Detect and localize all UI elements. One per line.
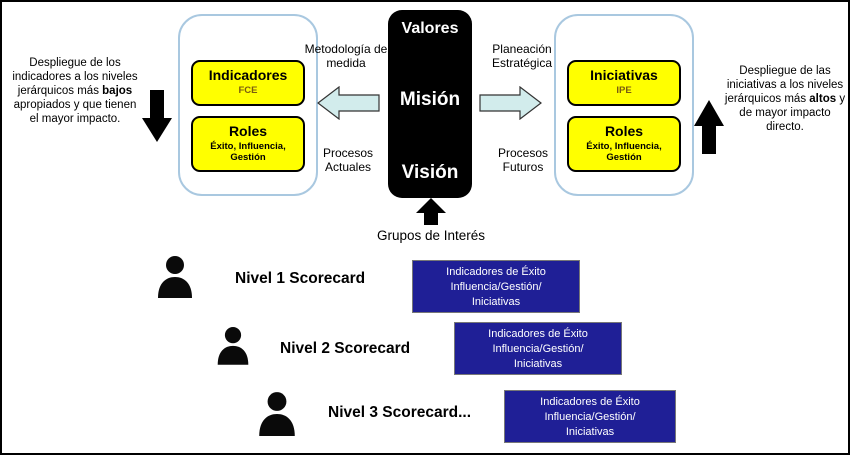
vision-label: Visión xyxy=(401,162,459,183)
nivel-1-line-2: Influencia/Gestión/ xyxy=(450,281,542,293)
roles-left-subtitle: Éxito, Influencia, Gestión xyxy=(210,141,286,163)
person-icon xyxy=(155,254,195,298)
nivel-1-line-1: Indicadores de Éxito xyxy=(446,266,546,278)
right-note-part1: Despliegue de las iniciativas a los nive… xyxy=(724,65,844,105)
indicadores-subtitle: FCE xyxy=(238,85,258,96)
nivel-3-line-3: Iniciativas xyxy=(565,426,615,438)
right-block-arrow-icon xyxy=(479,86,542,120)
right-note-bold: altos xyxy=(809,93,837,105)
valores-label: Valores xyxy=(401,20,459,37)
nivel-3-line-1: Indicadores de Éxito xyxy=(540,396,640,408)
nivel-2-line-3: Iniciativas xyxy=(513,358,563,370)
left-note-part1: Despliegue de los indicadores a los nive… xyxy=(12,57,138,97)
nivel-2-label: Nivel 2 Scorecard xyxy=(280,340,411,357)
nivel-3-scorecard-box: Indicadores de Éxito Influencia/Gestión/… xyxy=(504,390,676,443)
procesos-futuros-label: Procesos Futuros xyxy=(497,146,549,174)
nivel-1-label: Nivel 1 Scorecard xyxy=(235,270,366,287)
person-icon xyxy=(215,324,251,366)
left-note: Despliegue de los indicadores a los nive… xyxy=(10,56,140,126)
mision-label: Misión xyxy=(399,89,461,110)
person-icon xyxy=(256,390,298,436)
iniciativas-subtitle: IPE xyxy=(616,85,632,96)
roles-right-box: Roles Éxito, Influencia, Gestión xyxy=(567,116,681,172)
nivel-2-scorecard-box: Indicadores de Éxito Influencia/Gestión/… xyxy=(454,322,622,375)
indicadores-box: Indicadores FCE xyxy=(191,60,305,106)
right-note-part2: y de mayor impacto directo. xyxy=(739,93,846,133)
procesos-actuales-label: Procesos Actuales xyxy=(322,146,374,174)
metodologia-label: Metodología de medida xyxy=(304,42,388,70)
nivel-2-line-2: Influencia/Gestión/ xyxy=(492,343,584,355)
nivel-2-line-1: Indicadores de Éxito xyxy=(488,328,588,340)
planeacion-label: Planeación Estratégica xyxy=(491,42,553,70)
up-arrow-icon xyxy=(694,100,724,154)
stakeholders-up-arrow-icon xyxy=(416,198,446,225)
initiatives-panel: Iniciativas IPE Roles Éxito, Influencia,… xyxy=(554,14,694,196)
values-mission-vision-pillar: Valores Misión Visión xyxy=(388,10,472,198)
nivel-3-label: Nivel 3 Scorecard... xyxy=(328,404,472,421)
indicators-panel: Indicadores FCE Roles Éxito, Influencia,… xyxy=(178,14,318,196)
roles-right-title: Roles xyxy=(604,123,644,139)
down-arrow-icon xyxy=(142,90,172,142)
nivel-1-scorecard-box: Indicadores de Éxito Influencia/Gestión/… xyxy=(412,260,580,313)
iniciativas-title: Iniciativas xyxy=(590,67,658,83)
indicadores-title: Indicadores xyxy=(208,67,288,83)
left-note-bold: bajos xyxy=(102,85,133,97)
left-block-arrow-icon xyxy=(317,86,380,120)
nivel-3-line-2: Influencia/Gestión/ xyxy=(544,411,636,423)
left-note-part2: apropiados y que tienen el mayor impacto… xyxy=(13,99,137,125)
nivel-1-line-3: Iniciativas xyxy=(471,296,521,308)
iniciativas-box: Iniciativas IPE xyxy=(567,60,681,106)
grupos-de-interes-label: Grupos de Interés xyxy=(376,228,486,243)
roles-left-title: Roles xyxy=(228,123,268,139)
roles-right-subtitle: Éxito, Influencia, Gestión xyxy=(586,141,662,163)
right-note: Despliegue de las iniciativas a los nive… xyxy=(724,64,846,134)
roles-left-box: Roles Éxito, Influencia, Gestión xyxy=(191,116,305,172)
